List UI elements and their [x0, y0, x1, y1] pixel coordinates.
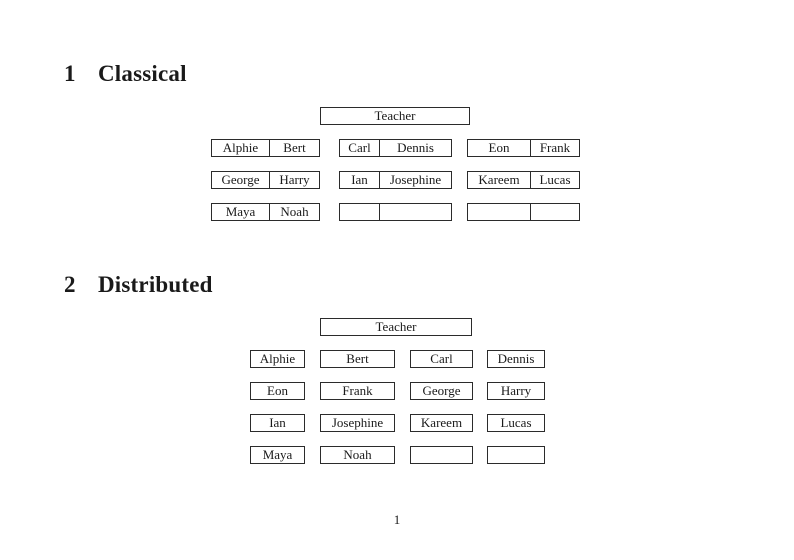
desk: Alphie Bert	[211, 139, 320, 157]
section-number: 1	[64, 61, 76, 86]
seat: Bert	[283, 140, 306, 155]
seat: Maya	[212, 204, 270, 220]
student-box: Ian	[250, 414, 305, 432]
desk	[339, 203, 452, 221]
student-box: Maya	[250, 446, 305, 464]
seat	[531, 204, 579, 220]
seat: George	[212, 172, 270, 188]
student-box: Kareem	[410, 414, 473, 432]
student-box: George	[410, 382, 473, 400]
section-heading-classical: 1 Classical	[64, 61, 187, 87]
section-title: Distributed	[98, 272, 213, 297]
seat: Josephine	[389, 172, 442, 187]
student-box	[487, 446, 545, 464]
desk: Kareem Lucas	[467, 171, 580, 189]
seat: Dennis	[397, 140, 434, 155]
seat	[380, 204, 451, 220]
seat	[340, 204, 380, 220]
student-box: Alphie	[250, 350, 305, 368]
student-box: Carl	[410, 350, 473, 368]
student-box: Harry	[487, 382, 545, 400]
page-number: 1	[393, 512, 401, 527]
desk	[467, 203, 580, 221]
student-box	[410, 446, 473, 464]
seat: Lucas	[539, 172, 571, 187]
seat: Kareem	[468, 172, 531, 188]
seat: Ian	[340, 172, 380, 188]
teacher-box: Teacher	[320, 107, 470, 125]
seat: Carl	[340, 140, 380, 156]
student-box: Josephine	[320, 414, 395, 432]
desk: George Harry	[211, 171, 320, 189]
section-title: Classical	[98, 61, 187, 86]
seat	[468, 204, 531, 220]
seat: Eon	[468, 140, 531, 156]
desk: Carl Dennis	[339, 139, 452, 157]
student-box: Eon	[250, 382, 305, 400]
desk: Eon Frank	[467, 139, 580, 157]
section-number: 2	[64, 272, 76, 297]
student-box: Bert	[320, 350, 395, 368]
desk: Ian Josephine	[339, 171, 452, 189]
seat: Noah	[280, 204, 309, 219]
student-box: Lucas	[487, 414, 545, 432]
student-box: Dennis	[487, 350, 545, 368]
seat: Harry	[279, 172, 310, 187]
teacher-box: Teacher	[320, 318, 472, 336]
seat: Frank	[539, 140, 571, 155]
desk: Maya Noah	[211, 203, 320, 221]
student-box: Noah	[320, 446, 395, 464]
section-heading-distributed: 2 Distributed	[64, 272, 213, 298]
seat: Alphie	[212, 140, 270, 156]
student-box: Frank	[320, 382, 395, 400]
